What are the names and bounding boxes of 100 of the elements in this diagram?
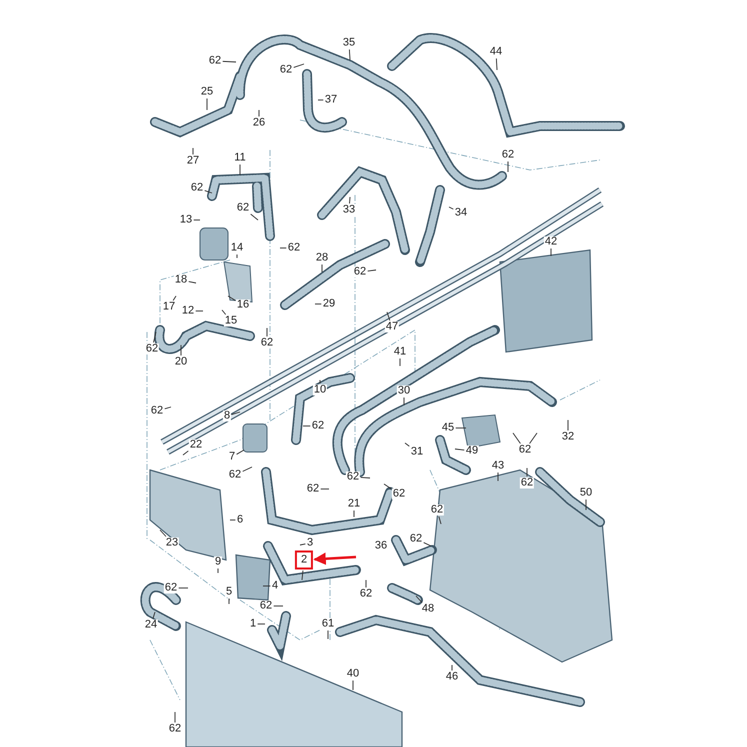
leader-line bbox=[416, 596, 422, 603]
callout-number: 62 bbox=[500, 150, 516, 160]
callout-number: 62 bbox=[310, 420, 326, 432]
callout-number: 62 bbox=[168, 724, 182, 734]
leader-line bbox=[258, 110, 260, 117]
leader-line bbox=[222, 60, 236, 62]
callout-number: 43 bbox=[490, 460, 506, 472]
leader-line bbox=[153, 332, 156, 343]
callout-number: 42 bbox=[544, 236, 558, 248]
leader-line bbox=[550, 248, 552, 256]
callout-number: 16 bbox=[236, 300, 250, 310]
leader-line bbox=[386, 312, 390, 321]
callout-number: 6 bbox=[236, 514, 244, 526]
leader-line bbox=[349, 196, 350, 204]
callout-number: 4 bbox=[270, 580, 280, 592]
callout-number: 30 bbox=[396, 386, 412, 396]
callout-number: 62 bbox=[408, 534, 424, 544]
leader-line bbox=[526, 468, 528, 477]
callout-number: 11 bbox=[233, 152, 247, 164]
callout-number: 24 bbox=[144, 620, 158, 630]
callout-number: 13 bbox=[178, 214, 194, 226]
leader-line bbox=[180, 344, 182, 356]
leader-line bbox=[360, 477, 370, 478]
callout-number: 21 bbox=[346, 498, 362, 510]
callout-number: 47 bbox=[384, 322, 400, 332]
leader-line bbox=[293, 64, 304, 68]
callout-number: 62 bbox=[392, 488, 406, 500]
leader-line bbox=[231, 412, 240, 416]
callout-number: 62 bbox=[150, 406, 164, 416]
callout-number: 5 bbox=[224, 586, 234, 598]
callout-number: 14 bbox=[230, 242, 244, 254]
leader-line bbox=[228, 598, 230, 604]
leader-line bbox=[404, 442, 410, 447]
callout-number: 41 bbox=[392, 346, 408, 358]
leader-line bbox=[172, 296, 176, 301]
leader-line bbox=[236, 450, 244, 455]
leader-line bbox=[384, 484, 392, 490]
callout-number: 62 bbox=[144, 344, 160, 354]
leader-line bbox=[266, 328, 268, 337]
callout-number: 31 bbox=[410, 446, 424, 458]
callout-number: 49 bbox=[464, 446, 480, 456]
callout-number: 12 bbox=[180, 306, 196, 316]
callout-number: 33 bbox=[342, 204, 356, 216]
callout-number: 1 bbox=[248, 618, 258, 630]
leader-line bbox=[228, 296, 236, 301]
leader-line bbox=[454, 448, 465, 451]
leader-line bbox=[152, 612, 156, 619]
leader-line bbox=[182, 450, 189, 456]
callout-number: 27 bbox=[186, 156, 200, 166]
callout-number: 62 bbox=[164, 582, 178, 594]
callout-number: 32 bbox=[560, 432, 576, 442]
leader-line bbox=[300, 543, 306, 546]
leader-line bbox=[448, 206, 454, 210]
leader-line bbox=[250, 214, 258, 220]
callout-number: 50 bbox=[578, 488, 594, 498]
leader-line bbox=[192, 148, 194, 155]
callout-number: 62 bbox=[520, 478, 534, 488]
callout-number: 18 bbox=[174, 274, 188, 286]
arrow bbox=[313, 552, 356, 565]
leader-line bbox=[195, 310, 204, 312]
callout-number: 20 bbox=[174, 356, 188, 368]
callout-number: 23 bbox=[164, 538, 180, 548]
leader-line bbox=[496, 58, 498, 70]
callout-number: 48 bbox=[420, 604, 436, 614]
callout-number: 62 bbox=[352, 266, 368, 278]
leader-line bbox=[302, 570, 304, 580]
callout-number: 45 bbox=[440, 422, 456, 434]
leader-line bbox=[222, 310, 226, 315]
callout-number: 62 bbox=[430, 504, 444, 516]
callout-number: 62 bbox=[306, 484, 320, 494]
callout-number: 9 bbox=[214, 556, 222, 568]
callout-number: 62 bbox=[260, 338, 274, 348]
callout-number: 7 bbox=[228, 452, 236, 462]
callout-number: 15 bbox=[224, 316, 238, 326]
leader-line bbox=[367, 270, 376, 272]
callout-number: 62 bbox=[278, 64, 294, 76]
callout-number: 61 bbox=[320, 618, 336, 630]
callout-number: 10 bbox=[312, 384, 328, 396]
callout-number: 22 bbox=[188, 440, 204, 450]
callout-number: 46 bbox=[444, 672, 460, 682]
leader-line bbox=[242, 466, 252, 472]
leader-line bbox=[204, 190, 212, 194]
callout-number: 37 bbox=[324, 94, 338, 106]
callout-number: 28 bbox=[314, 252, 330, 264]
leader-line bbox=[160, 530, 166, 537]
callout-number: 25 bbox=[200, 86, 214, 98]
leader-line bbox=[438, 516, 442, 524]
callout-number: 3 bbox=[306, 538, 314, 548]
leader-line bbox=[512, 432, 521, 444]
leader-line bbox=[352, 680, 354, 690]
callout-number: 62 bbox=[286, 242, 302, 254]
callout-number: 62 bbox=[346, 472, 360, 482]
callout-number: 44 bbox=[488, 46, 504, 58]
highlighted-callout-number: 2 bbox=[294, 550, 314, 570]
callout-number: 26 bbox=[252, 118, 266, 128]
callout-number: 62 bbox=[236, 202, 250, 214]
leader-line bbox=[348, 49, 350, 60]
leader-line bbox=[320, 488, 330, 490]
callout-number: 8 bbox=[222, 410, 232, 422]
callout-number: 17 bbox=[162, 302, 176, 312]
